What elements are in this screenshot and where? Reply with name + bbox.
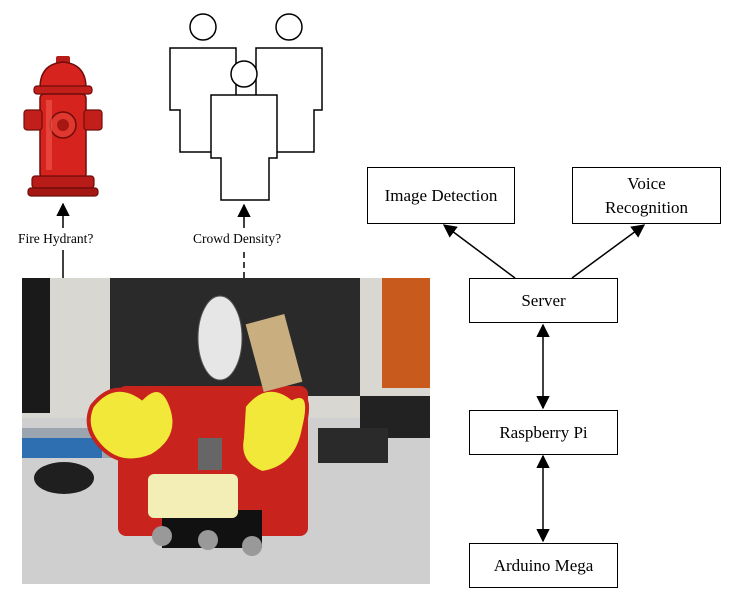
crowd-icon (169, 13, 323, 201)
arduino-mega-label: Arduino Mega (493, 555, 594, 575)
robot-photo (22, 278, 430, 584)
fire-hydrant-label: Fire Hydrant? (18, 231, 94, 247)
server-to-voice-arrow (571, 224, 646, 279)
server-to-image-arrow (442, 224, 516, 279)
raspberry-pi-label: Raspberry Pi (499, 422, 588, 442)
raspberry-pi-box: Raspberry Pi (469, 410, 618, 455)
server-box: Server (469, 278, 618, 323)
arduino-mega-box: Arduino Mega (469, 543, 618, 588)
voice-recognition-label: Voice Recognition (604, 173, 689, 217)
crowd-density-label: Crowd Density? (193, 231, 282, 247)
voice-recognition-box: Voice Recognition (572, 167, 721, 224)
image-detection-box: Image Detection (367, 167, 515, 224)
image-detection-label: Image Detection (384, 185, 498, 205)
server-label: Server (521, 290, 566, 310)
fire-hydrant-icon (23, 56, 103, 197)
